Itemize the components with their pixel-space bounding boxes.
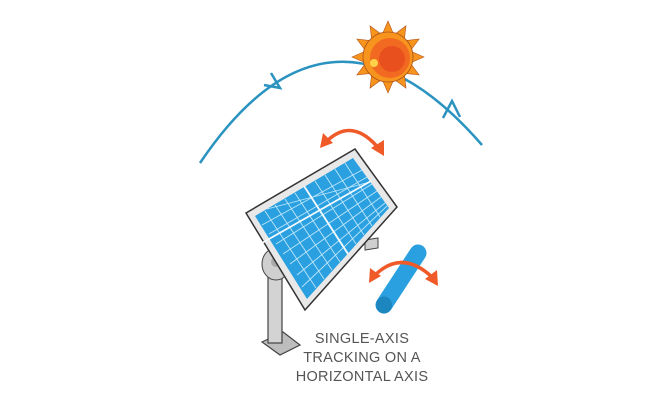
sun-icon bbox=[351, 20, 425, 94]
sun-path-arrow-left-icon bbox=[263, 72, 283, 90]
horizontal-axis-icon bbox=[375, 244, 427, 314]
sun-path-arrow-right-icon bbox=[441, 98, 462, 119]
caption-line-3: HORIZONTAL AXIS bbox=[295, 369, 429, 385]
solar-panel bbox=[244, 148, 398, 312]
caption-line-2: TRACKING ON A bbox=[303, 350, 421, 366]
diagram-caption: SINGLE-AXIS TRACKING ON A HORIZONTAL AXI… bbox=[282, 330, 442, 387]
axis-rotation-arrow-icon bbox=[369, 260, 438, 286]
caption-line-1: SINGLE-AXIS bbox=[314, 331, 410, 347]
panel-rotation-arrow-icon bbox=[320, 128, 384, 156]
sun-path-arc bbox=[198, 60, 483, 164]
